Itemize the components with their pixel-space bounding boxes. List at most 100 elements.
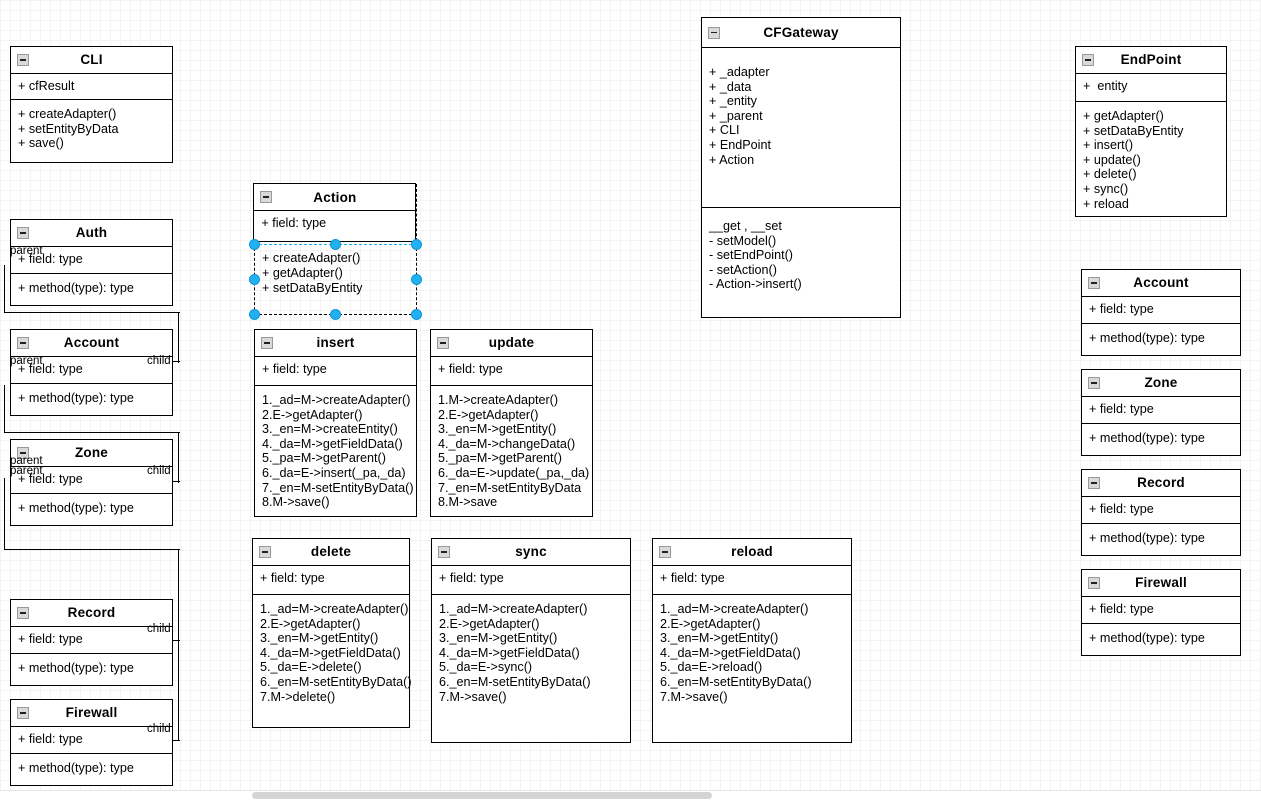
attribute-row: + field: type (18, 472, 83, 486)
operation-row: 6._en=M-setEntityByData() (260, 674, 412, 689)
class-attributes: + field: type (255, 357, 416, 386)
connector-account-child-arm[interactable] (168, 361, 180, 362)
horizontal-scrollbar-thumb[interactable] (252, 792, 712, 799)
collapse-icon[interactable] (1082, 54, 1094, 66)
connector-record-child-arm[interactable] (168, 640, 180, 641)
class-title-row[interactable]: Account (11, 330, 172, 357)
class-title-row[interactable]: Zone (1082, 370, 1240, 397)
operation-row: + insert() (1083, 138, 1134, 153)
collapse-icon[interactable] (1088, 277, 1100, 289)
connector-account-zone[interactable] (4, 385, 180, 433)
resize-handle-nw[interactable] (249, 239, 260, 250)
collapse-icon[interactable] (17, 227, 29, 239)
collapse-icon[interactable] (260, 191, 273, 204)
operation-row: + createAdapter() (18, 107, 117, 121)
collapse-icon[interactable] (261, 337, 273, 349)
class-box-account-right[interactable]: Account + field: type + method(type): ty… (1081, 269, 1241, 356)
operation-row: + method(type): type (1089, 431, 1205, 445)
class-box-cfgateway[interactable]: CFGateway + _adapter + _data + _entity +… (701, 17, 901, 318)
class-box-firewall-left[interactable]: Firewall + field: type + method(type): t… (10, 699, 173, 786)
attribute-row: + field: type (439, 571, 504, 585)
class-name: update (488, 335, 535, 351)
collapse-icon[interactable] (1088, 377, 1100, 389)
class-attributes: + field: type (11, 247, 172, 274)
class-title-row[interactable]: Account (1082, 270, 1240, 297)
class-box-auth[interactable]: Auth + field: type + method(type): type (10, 219, 173, 306)
class-title-row[interactable]: Record (1082, 470, 1240, 497)
class-box-endpoint[interactable]: EndPoint + entity + getAdapter() + setDa… (1075, 46, 1227, 217)
operation-row: + method(type): type (18, 761, 134, 775)
resize-handle-w[interactable] (249, 274, 260, 285)
connector-auth-account[interactable] (4, 265, 180, 313)
class-box-zone-left[interactable]: Zone + field: type + method(type): type (10, 439, 173, 526)
collapse-icon[interactable] (708, 26, 720, 39)
collapse-icon[interactable] (1088, 577, 1100, 589)
collapse-icon[interactable] (17, 54, 29, 66)
collapse-icon[interactable] (438, 546, 450, 558)
class-box-account-left[interactable]: Account + field: type + method(type): ty… (10, 329, 173, 416)
operation-row: 2.E->getAdapter() (438, 407, 539, 422)
class-box-zone-right[interactable]: Zone + field: type + method(type): type (1081, 369, 1241, 456)
connector-account-zone-riser[interactable] (178, 433, 179, 483)
class-title-row[interactable]: sync (432, 539, 630, 566)
class-box-record-right[interactable]: Record + field: type + method(type): typ… (1081, 469, 1241, 556)
class-box-insert[interactable]: insert + field: type 1._ad=M->createAdap… (254, 329, 417, 517)
class-title-row[interactable]: Zone (11, 440, 172, 467)
connector-account-child-stub[interactable] (178, 313, 179, 363)
collapse-icon[interactable] (17, 337, 29, 349)
class-name: reload (731, 544, 773, 560)
class-attributes: + field: type (431, 357, 592, 386)
connector-zone-record[interactable] (4, 478, 180, 550)
collapse-icon[interactable] (437, 337, 449, 349)
resize-handle-e[interactable] (411, 274, 422, 285)
class-name: delete (310, 544, 352, 560)
connector-zone-record-riser[interactable] (178, 550, 179, 642)
operation-row: 7._en=M-setEntityByData() (262, 480, 414, 495)
resize-handle-sw[interactable] (249, 309, 260, 320)
connector-record-firewall[interactable] (178, 640, 179, 741)
class-title-row[interactable]: Auth (11, 220, 172, 247)
attribute-row: + _adapter (709, 65, 770, 79)
class-title-row[interactable]: delete (253, 539, 409, 566)
class-box-cli[interactable]: CLI + cfResult + createAdapter() + setEn… (10, 46, 173, 163)
operation-row: + setDataByEntity (262, 280, 363, 295)
attribute-row: + field: type (18, 252, 83, 266)
class-title-row[interactable]: CFGateway (702, 18, 900, 48)
class-title-row[interactable]: Record (11, 600, 172, 627)
class-box-delete[interactable]: delete + field: type 1._ad=M->createAdap… (252, 538, 412, 728)
class-title-row[interactable]: Firewall (11, 700, 172, 727)
collapse-icon[interactable] (17, 447, 29, 459)
attribute-row: + CLI (709, 123, 740, 138)
resize-handle-n[interactable] (330, 239, 341, 250)
resize-handle-ne[interactable] (411, 239, 422, 250)
class-title-row[interactable]: CLI (11, 47, 172, 74)
class-box-sync[interactable]: sync + field: type 1._ad=M->createAdapte… (431, 538, 631, 743)
class-title-row[interactable]: EndPoint (1076, 47, 1226, 74)
class-box-reload[interactable]: reload + field: type 1._ad=M->createAdap… (652, 538, 852, 743)
class-title-row[interactable]: Firewall (1082, 570, 1240, 597)
collapse-icon[interactable] (17, 607, 29, 619)
operation-row: 2.E->getAdapter() (262, 407, 363, 422)
resize-handle-se[interactable] (411, 309, 422, 320)
class-title-row[interactable]: reload (653, 539, 851, 566)
class-box-record-left[interactable]: Record + field: type + method(type): typ… (10, 599, 173, 686)
class-title-row[interactable]: insert (255, 330, 416, 357)
class-attributes: + entity (1076, 74, 1226, 102)
class-title-row[interactable]: Action (254, 184, 416, 212)
class-box-firewall-right[interactable]: Firewall + field: type + method(type): t… (1081, 569, 1241, 656)
connector-firewall-child-arm[interactable] (168, 740, 180, 741)
attribute-row: + _parent (709, 108, 763, 123)
class-box-update[interactable]: update + field: type 1.M->createAdapter(… (430, 329, 593, 517)
collapse-icon[interactable] (17, 707, 29, 719)
collapse-icon[interactable] (259, 546, 271, 558)
connector-label-zone-child: child (147, 465, 171, 477)
collapse-icon[interactable] (659, 546, 671, 558)
class-title-row[interactable]: update (431, 330, 592, 357)
connector-zone-child-arm[interactable] (168, 481, 180, 482)
class-box-action[interactable]: Action + field: type + createAdapter() +… (253, 183, 417, 315)
collapse-icon[interactable] (1088, 477, 1100, 489)
operation-row: 6._da=E->insert(_pa,_da) (262, 465, 406, 480)
operation-row: 1._ad=M->createAdapter() (439, 602, 588, 616)
resize-handle-s[interactable] (330, 309, 341, 320)
